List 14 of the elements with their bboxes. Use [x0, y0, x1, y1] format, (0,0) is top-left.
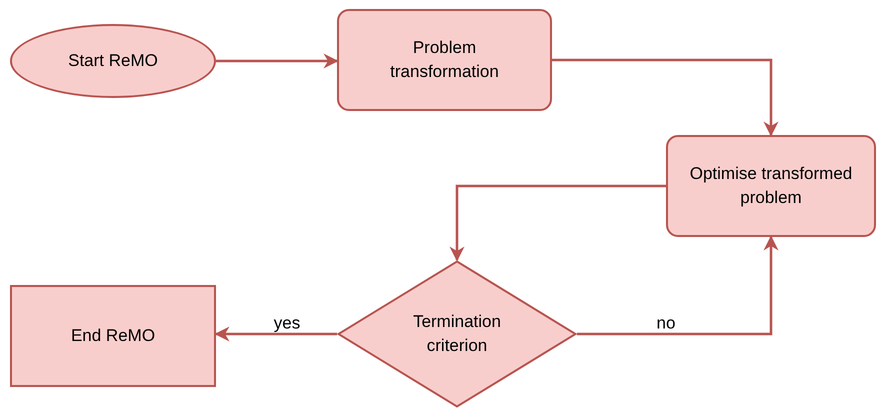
- node-label: Problem transformation: [389, 37, 500, 83]
- node-label: Termination criterion: [412, 311, 502, 357]
- node-label: Start ReMO: [67, 50, 159, 72]
- node-label: End ReMO: [70, 325, 156, 347]
- arrow: [214, 326, 337, 342]
- end-box: [10, 285, 216, 387]
- node-label: Optimise transformed problem: [688, 163, 854, 209]
- process-box: [666, 135, 876, 237]
- arrow: [577, 236, 778, 336]
- arrow: [552, 58, 778, 136]
- process-box: [337, 9, 552, 111]
- arrow: [216, 54, 338, 68]
- decision-diamond: [337, 260, 577, 408]
- arrow: [450, 184, 666, 262]
